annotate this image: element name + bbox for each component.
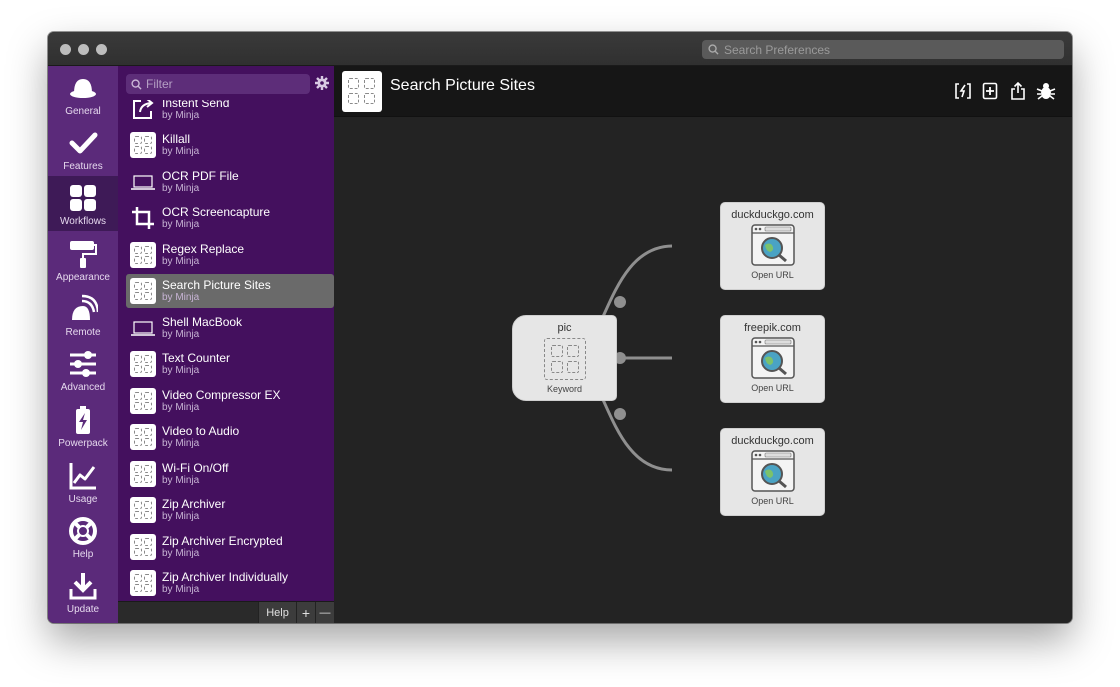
nav-item-workflows[interactable]: Workflows (48, 176, 118, 231)
hat-icon (70, 79, 96, 98)
title-bar: Search Preferences (48, 32, 1072, 66)
web-search-icon (750, 224, 795, 266)
open-url-node[interactable]: freepik.com Open URL (720, 315, 825, 403)
chart-icon (69, 463, 96, 490)
sidebar-nav: General Features Workflows Appearance Re… (48, 66, 118, 623)
search-preferences-input[interactable]: Search Preferences (702, 40, 1064, 59)
search-placeholder: Search Preferences (724, 42, 831, 57)
preferences-window: Search Preferences General Features Work… (48, 32, 1072, 623)
grid-placeholder-icon (130, 497, 156, 523)
grid-placeholder-icon (130, 388, 156, 414)
nav-item-remote[interactable]: Remote (48, 287, 118, 342)
share-icon[interactable] (1010, 82, 1026, 100)
zoom-window-button[interactable] (96, 44, 107, 55)
open-url-node[interactable]: duckduckgo.com Open URL (720, 202, 825, 290)
lifebuoy-icon (69, 517, 97, 545)
workflow-header: Search Picture Sites (334, 66, 1072, 117)
grid-placeholder-icon (130, 132, 156, 158)
close-window-button[interactable] (60, 44, 71, 55)
connection-handle[interactable] (614, 408, 626, 420)
battery-bolt-icon (76, 406, 90, 434)
add-workflow-button[interactable]: + (296, 602, 315, 623)
gear-icon[interactable] (315, 76, 329, 90)
minimize-window-button[interactable] (78, 44, 89, 55)
keyword-icon (543, 338, 586, 380)
remove-workflow-button[interactable]: — (315, 602, 334, 623)
grid-placeholder-icon (130, 351, 156, 377)
paint-roller-icon (70, 241, 97, 268)
help-button[interactable]: Help (258, 602, 296, 623)
nav-item-appearance[interactable]: Appearance (48, 232, 118, 287)
grid-placeholder-icon (130, 461, 156, 487)
nav-item-update[interactable]: Update (48, 564, 118, 619)
connection-handle[interactable] (614, 296, 626, 308)
search-icon (708, 44, 719, 55)
open-url-node[interactable]: duckduckgo.com Open URL (720, 428, 825, 516)
web-search-icon (750, 337, 795, 379)
nav-item-advanced[interactable]: Advanced (48, 342, 118, 397)
workflow-title: Search Picture Sites (390, 77, 535, 94)
remote-icon (72, 294, 98, 320)
variables-icon[interactable] (954, 82, 972, 100)
download-icon (69, 573, 97, 600)
laptop-icon (131, 321, 155, 336)
nav-item-help[interactable]: Help (48, 509, 118, 564)
sliders-icon (70, 351, 96, 377)
grid-placeholder-icon (130, 534, 156, 560)
list-footer: Help + — (118, 601, 334, 623)
share-icon (133, 100, 154, 119)
filter-input[interactable]: Filter (126, 74, 310, 94)
filter-placeholder: Filter (146, 77, 173, 91)
grid-placeholder-icon (130, 242, 156, 268)
connection-lines (567, 244, 673, 472)
checkmark-icon (69, 132, 98, 154)
web-search-icon (750, 450, 795, 492)
grid-placeholder-icon (130, 570, 156, 596)
add-object-icon[interactable] (982, 82, 998, 100)
keyword-node[interactable]: pic Keyword (512, 315, 617, 401)
grid-placeholder-icon (130, 278, 156, 304)
nav-item-usage[interactable]: Usage (48, 454, 118, 509)
nav-item-general[interactable]: General (48, 66, 118, 121)
nav-item-features[interactable]: Features (48, 121, 118, 176)
crop-icon (132, 207, 154, 229)
laptop-icon (131, 175, 155, 190)
workflow-icon[interactable] (342, 71, 382, 112)
workflow-editor: Search Picture Sites pic (334, 66, 1072, 623)
grid-icon (70, 185, 96, 211)
nav-item-powerpack[interactable]: Powerpack (48, 398, 118, 453)
search-icon (131, 78, 142, 90)
connection-handle[interactable] (614, 352, 626, 364)
grid-placeholder-icon (130, 424, 156, 450)
debug-icon[interactable] (1036, 82, 1056, 100)
